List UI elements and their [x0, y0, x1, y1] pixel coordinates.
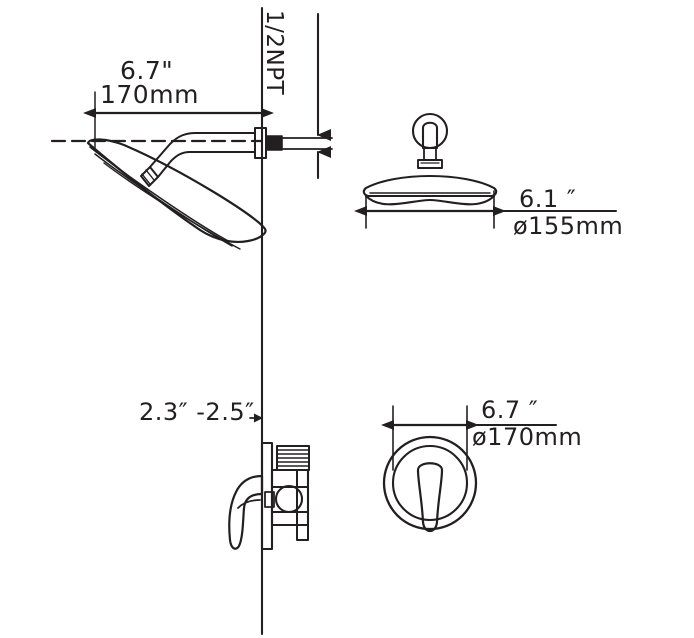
arm-elbow-top — [149, 132, 197, 168]
arm-wall-flange — [254, 127, 267, 159]
shower-head-swivel-collar — [140, 166, 159, 187]
shower-head-side-outline — [86, 138, 267, 243]
valve-handle-crease — [237, 499, 261, 509]
head-hanger-base — [417, 159, 443, 169]
arm-npt-nipple — [265, 135, 283, 151]
shower-head-side-rib-1 — [89, 146, 229, 242]
npt-thread-label: 1/2NPT — [261, 10, 287, 96]
valve-handle-side — [228, 474, 264, 550]
arm-projection-mm-label: 170mm — [100, 80, 199, 109]
collar-rib-1 — [145, 169, 155, 181]
trim-plate-outer-circle — [382, 435, 478, 531]
head-hanger-ring — [411, 112, 449, 150]
valve-rough-in-depth-label: 2.3″ -2.5″ — [139, 398, 255, 426]
valve-stem-stub — [264, 491, 275, 508]
arm-projection-inch-label: 6.7" — [120, 56, 174, 85]
trim-diameter-mm-label: ø170mm — [472, 423, 583, 451]
trim-lever-handle — [416, 462, 444, 533]
arm-elbow-bottom — [157, 151, 191, 178]
valve-cartridge — [274, 484, 304, 514]
head-diameter-mm-label: ø155mm — [513, 212, 624, 240]
valve-knurled-cap — [276, 445, 310, 471]
head-hanger-inner-loop — [421, 121, 439, 150]
head-diameter-inch-label: 6.1 ″ — [519, 185, 577, 213]
valve-outlet-column — [296, 469, 309, 541]
collar-rib-2 — [141, 173, 151, 185]
head-face-upper-shell — [362, 174, 498, 198]
valve-trim-plate-edge — [260, 441, 274, 551]
shower-head-side-rib-3 — [103, 162, 241, 250]
trim-plate-inner-circle — [391, 444, 469, 522]
head-hanger-stem — [423, 147, 437, 161]
trim-diameter-inch-label: 6.7 ″ — [481, 396, 539, 424]
head-face-lower-shell — [364, 194, 496, 206]
